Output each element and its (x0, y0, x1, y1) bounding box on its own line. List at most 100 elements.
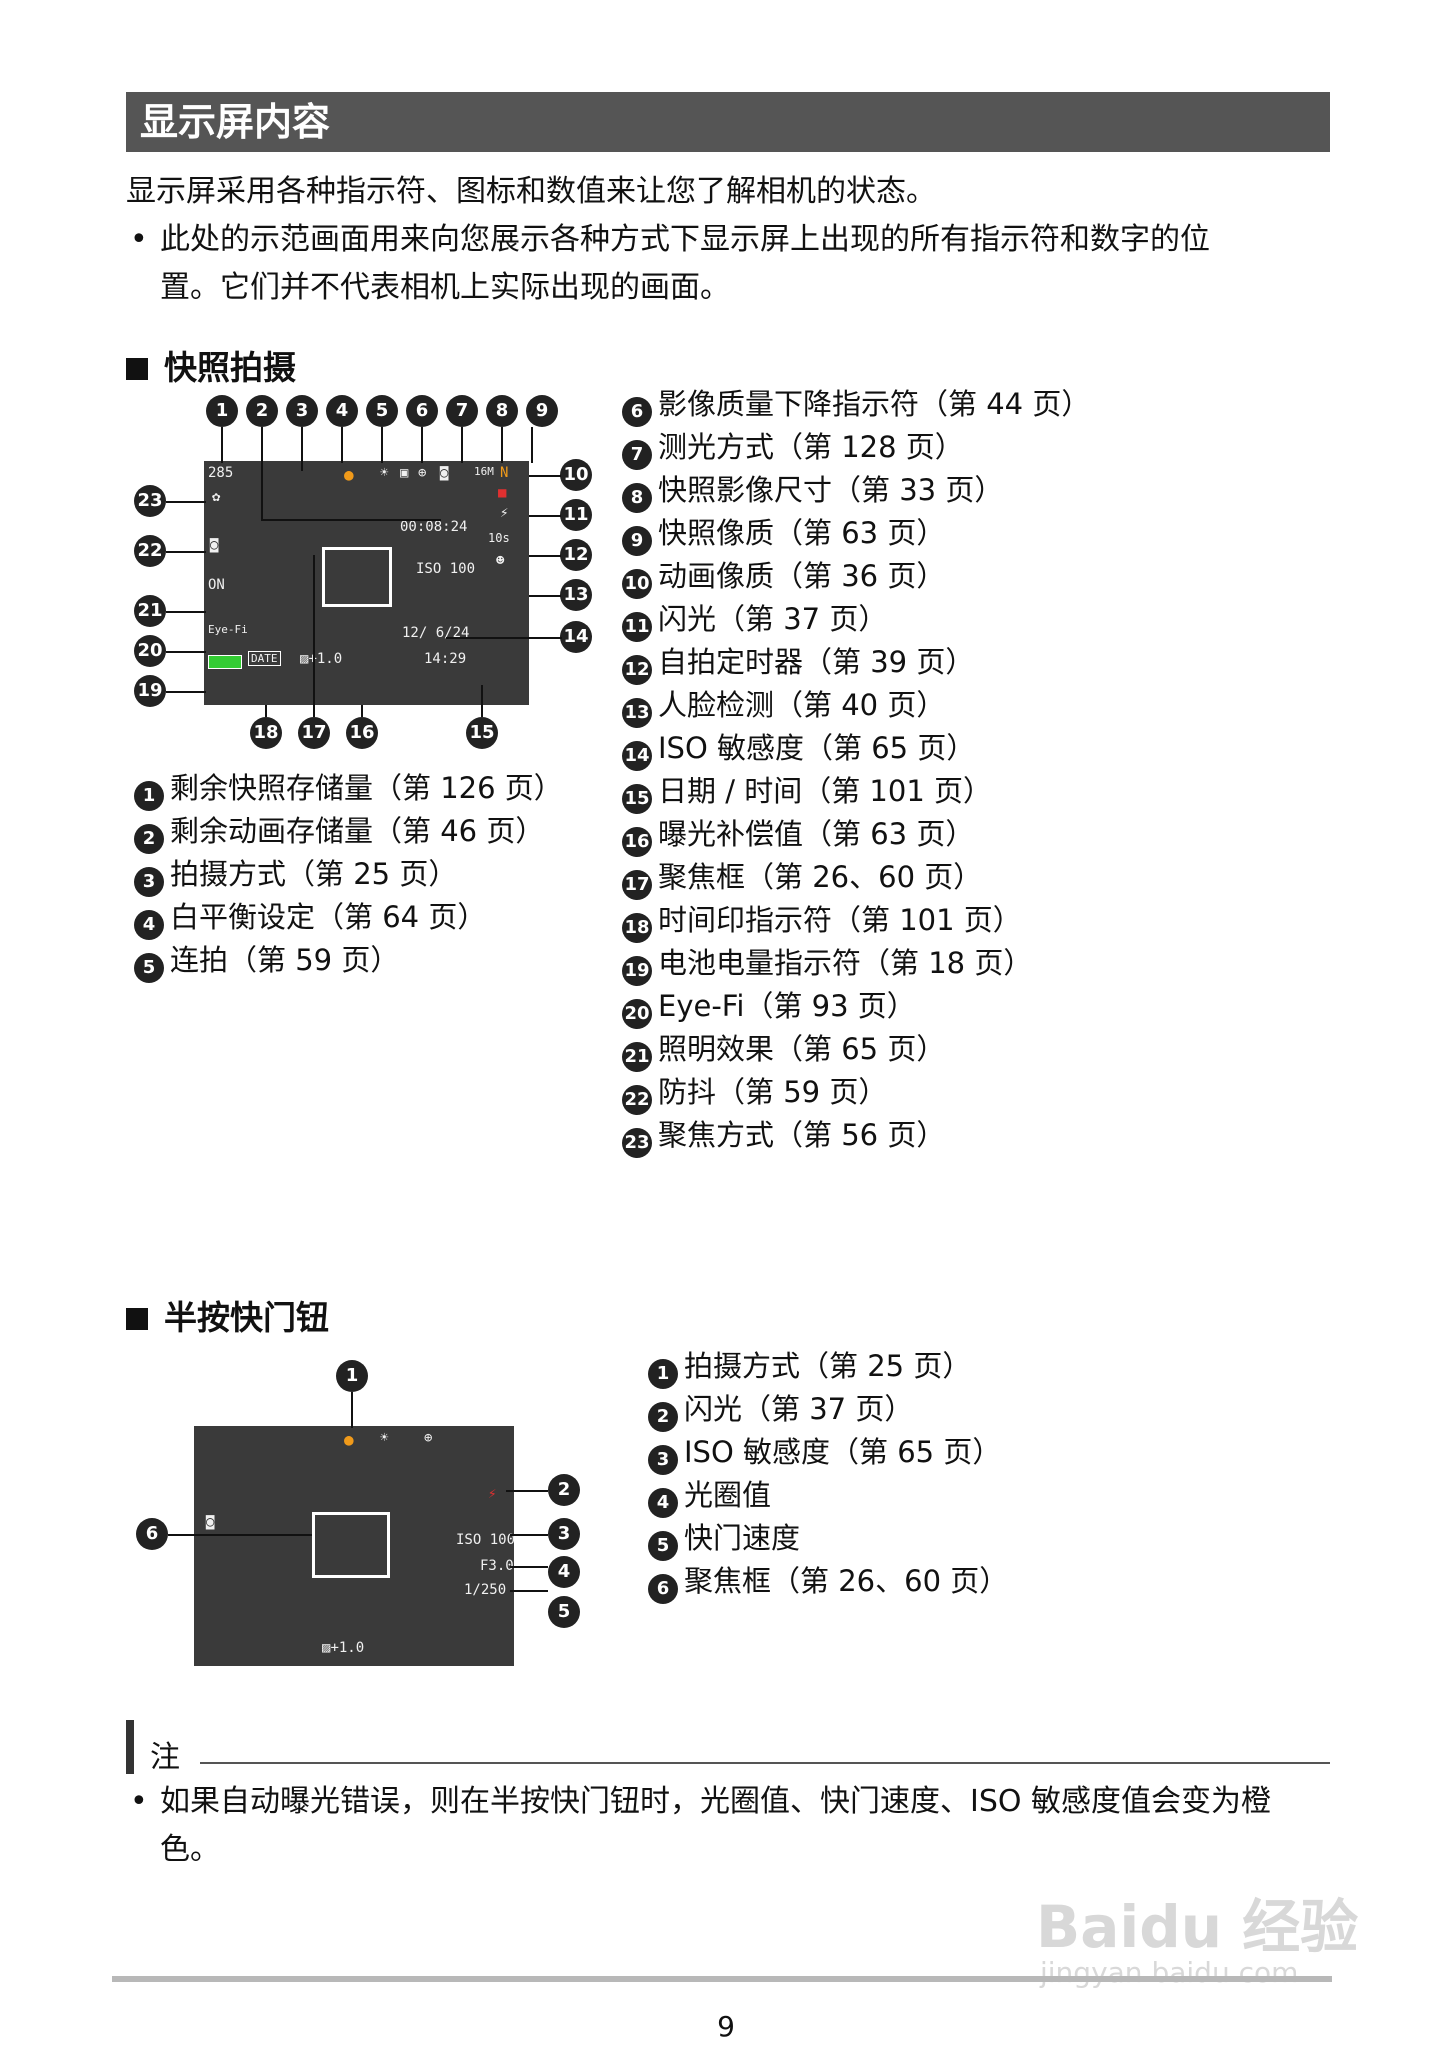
callout-23: 23 (134, 485, 166, 517)
callout-16: 16 (346, 717, 378, 749)
list-number: 4 (134, 910, 164, 940)
list-text: 防抖（第 59 页） (658, 1075, 888, 1109)
list-number: 20 (622, 999, 652, 1029)
osd-remaining: 285 (208, 465, 234, 481)
note-label: 注 (150, 1740, 180, 1775)
callout-4: 4 (326, 395, 358, 427)
quality-drop-icon: ⊕ (418, 465, 427, 481)
anti-shake-icon: ◙ (206, 1514, 215, 1530)
metering-icon: ◙ (440, 465, 449, 481)
list-number: 13 (622, 698, 652, 728)
osd-time: 14:29 (424, 651, 467, 667)
list-text: 自拍定时器（第 39 页） (658, 645, 975, 679)
list-number: 3 (134, 867, 164, 897)
list-number: 15 (622, 784, 652, 814)
osd-movie-time: 00:08:24 (400, 519, 468, 535)
list-text: 曝光补偿值（第 63 页） (658, 817, 975, 851)
leader-line (361, 705, 363, 717)
callout-1: 1 (336, 1360, 368, 1392)
callout-9: 9 (526, 395, 558, 427)
leader-line (510, 1566, 548, 1568)
leader-line (510, 1590, 548, 1592)
list-text: 快照影像尺寸（第 33 页） (658, 473, 1004, 507)
list-text: 测光方式（第 128 页） (658, 430, 964, 464)
list-number: 19 (622, 956, 652, 986)
osd-eyefi: Eye-Fi (208, 623, 248, 636)
anti-shake-icon: ◙ (210, 537, 219, 553)
callout-3: 3 (286, 395, 318, 427)
callout-20: 20 (134, 635, 166, 667)
leader-line (446, 637, 562, 639)
callout-2: 2 (246, 395, 278, 427)
list-text: 闪光（第 37 页） (658, 602, 888, 636)
snapshot-heading: 快照拍摄 (126, 346, 296, 390)
leader-line (166, 651, 206, 653)
list-number: 9 (622, 526, 652, 556)
list-number: 17 (622, 870, 652, 900)
callout-11: 11 (560, 499, 592, 531)
leader-line (529, 595, 561, 597)
leader-line (529, 555, 561, 557)
section-title: 显示屏内容 (126, 92, 1330, 152)
leader-line (421, 427, 423, 463)
snapshot-diagram: 285 ✿ ● ☀ ▣ ⊕ ◙ 16M N ■ ⚡ 00:08:24 10s ☻… (126, 395, 596, 755)
note-rule (200, 1762, 1330, 1764)
osd-quality: N (500, 465, 509, 481)
leader-line (301, 427, 303, 471)
leader-line (166, 691, 206, 693)
list-text: 快门速度 (684, 1521, 801, 1555)
leader-line (529, 515, 561, 517)
focus-frame (322, 547, 392, 607)
callout-10: 10 (560, 459, 592, 491)
callout-3: 3 (548, 1518, 580, 1550)
list-text: 剩余动画存储量（第 46 页） (170, 814, 545, 848)
callout-21: 21 (134, 595, 166, 627)
note-text-line-1: 如果自动曝光错误，则在半按快门钮时，光圈值、快门速度、ISO 敏感度值会变为橙 (160, 1784, 1272, 1819)
leader-line (506, 1490, 548, 1492)
exposure-icon: ▨ (322, 1640, 331, 1656)
half-press-screen: ● ☀ ⊕ ⚡ ◙ ISO 100 F3.0 1/250 ▨+1.0 (194, 1426, 515, 1666)
camera-mode-icon: ● (344, 465, 354, 484)
intro-bullet: • 此处的示范画面用来向您展示各种方式下显示屏上出现的所有指示符和数字的位 置。… (130, 216, 1210, 312)
callout-5: 5 (366, 395, 398, 427)
osd-date-stamp: DATE (248, 651, 281, 666)
list-number: 7 (622, 440, 652, 470)
callout-13: 13 (560, 579, 592, 611)
callout-14: 14 (560, 621, 592, 653)
half-press-heading-text: 半按快门钮 (164, 1298, 329, 1337)
osd-timer: 10s (488, 531, 510, 545)
leader-line (166, 501, 206, 503)
list-text: 聚焦框（第 26、60 页） (658, 860, 983, 894)
callout-12: 12 (560, 539, 592, 571)
watermark-brand: Baidu 经验 (1036, 1893, 1359, 1961)
callout-6: 6 (406, 395, 438, 427)
list-number: 5 (648, 1531, 678, 1561)
half-press-heading: 半按快门钮 (126, 1296, 329, 1340)
list-number: 11 (622, 612, 652, 642)
leader-line (341, 427, 343, 463)
callout-5: 5 (548, 1596, 580, 1628)
list-text: 聚焦方式（第 56 页） (658, 1118, 946, 1152)
leader-line (531, 427, 533, 463)
bullet-dot: • (130, 1784, 148, 1819)
leader-line (221, 427, 223, 463)
list-number: 23 (622, 1128, 652, 1158)
osd-ev: ▨+1.0 (300, 651, 342, 667)
focus-frame (312, 1512, 390, 1578)
callout-17: 17 (298, 717, 330, 749)
